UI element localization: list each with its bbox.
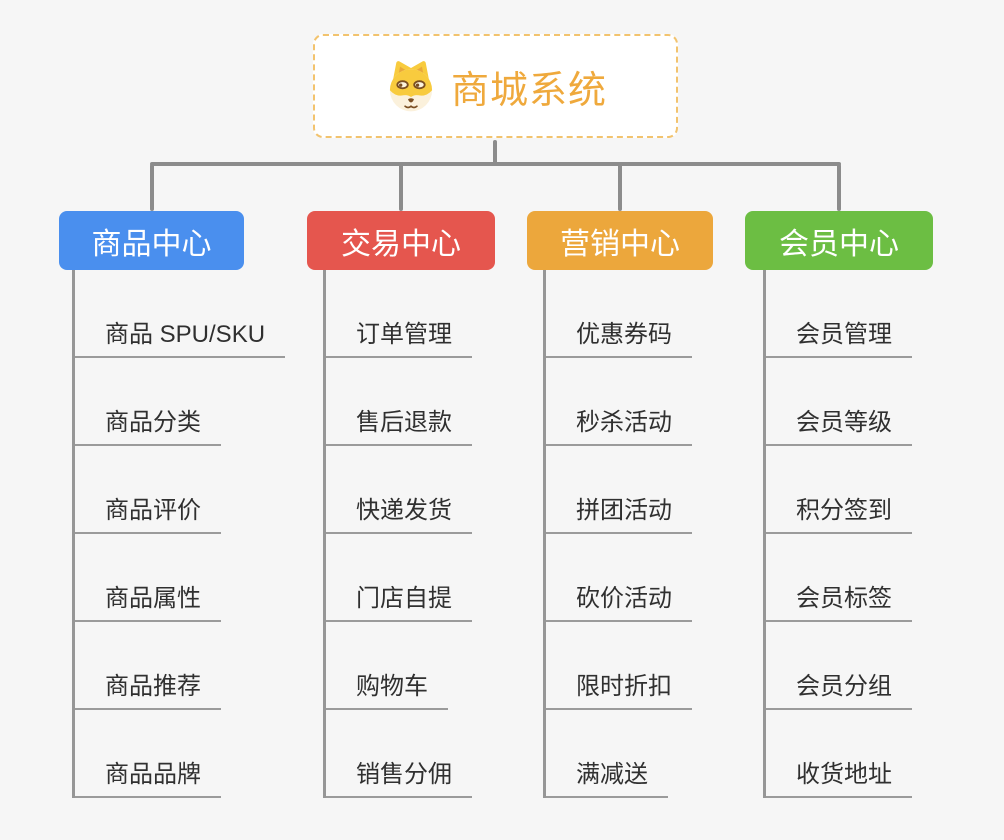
branch-header-label: 会员中心 xyxy=(779,227,899,261)
branch-column-1: 商品 SPU/SKU 商品分类商品评价商品属性商品推荐商品品牌 xyxy=(72,270,286,798)
leaf-node[interactable]: 销售分佣 xyxy=(323,710,472,798)
leaf-node[interactable]: 拼团活动 xyxy=(543,446,692,534)
leaf-node-label: 砍价活动 xyxy=(543,578,692,622)
leaf-node-label: 商品分类 xyxy=(72,402,221,446)
bus-connector xyxy=(149,162,841,166)
leaf-node-label: 销售分佣 xyxy=(323,754,472,798)
leaf-node[interactable]: 商品推荐 xyxy=(72,622,285,710)
leaf-node-label: 会员分组 xyxy=(763,666,912,710)
branch-header-4[interactable]: 会员中心 xyxy=(745,211,933,270)
leaf-node-label: 购物车 xyxy=(323,666,448,710)
branch-header-label: 交易中心 xyxy=(341,227,461,261)
leaf-node-label: 售后退款 xyxy=(323,402,472,446)
leaf-node-label: 会员标签 xyxy=(763,578,912,622)
leaf-node[interactable]: 商品 SPU/SKU xyxy=(72,270,286,358)
leaf-node-label: 满减送 xyxy=(543,754,668,798)
leaf-node[interactable]: 会员等级 xyxy=(763,358,912,446)
leaf-node[interactable]: 购物车 xyxy=(323,622,472,710)
branch-drop-connector xyxy=(618,164,622,211)
leaf-node[interactable]: 砍价活动 xyxy=(543,534,692,622)
branch-column-4: 会员管理会员等级积分签到会员标签会员分组收货地址 xyxy=(763,270,912,798)
leaf-node[interactable]: 会员管理 xyxy=(763,270,912,358)
leaf-node[interactable]: 会员标签 xyxy=(763,534,912,622)
leaf-node-label: 商品推荐 xyxy=(72,666,221,710)
leaf-node[interactable]: 秒杀活动 xyxy=(543,358,692,446)
leaf-node-label: 商品品牌 xyxy=(72,754,221,798)
leaf-node[interactable]: 商品分类 xyxy=(72,358,285,446)
root-node[interactable]: 商城系统 xyxy=(313,34,678,138)
leaf-node[interactable]: 收货地址 xyxy=(763,710,912,798)
leaf-node[interactable]: 快递发货 xyxy=(323,446,472,534)
root-stem-connector xyxy=(493,140,497,164)
leaf-node-label: 优惠券码 xyxy=(543,314,692,358)
shiba-dog-icon xyxy=(389,61,433,112)
branch-header-1[interactable]: 商品中心 xyxy=(59,211,244,270)
branch-header-label: 营销中心 xyxy=(560,227,680,261)
leaf-node[interactable]: 门店自提 xyxy=(323,534,472,622)
branch-drop-connector xyxy=(837,164,841,211)
leaf-node-label: 秒杀活动 xyxy=(543,402,692,446)
leaf-node[interactable]: 订单管理 xyxy=(323,270,472,358)
leaf-node-label: 快递发货 xyxy=(323,490,472,534)
leaf-node[interactable]: 满减送 xyxy=(543,710,692,798)
branch-drop-connector xyxy=(149,164,154,211)
leaf-node-label: 拼团活动 xyxy=(543,490,692,534)
leaf-node[interactable]: 商品评价 xyxy=(72,446,285,534)
leaf-node[interactable]: 优惠券码 xyxy=(543,270,692,358)
branch-header-label: 商品中心 xyxy=(91,227,212,261)
leaf-node[interactable]: 售后退款 xyxy=(323,358,472,446)
root-title: 商城系统 xyxy=(450,69,607,112)
leaf-node-label: 收货地址 xyxy=(763,754,912,798)
leaf-node-label: 会员管理 xyxy=(763,314,912,358)
leaf-node-label: 会员等级 xyxy=(763,402,912,446)
leaf-node-label: 商品评价 xyxy=(72,490,221,534)
branch-drop-connector xyxy=(399,164,403,211)
branch-column-2: 订单管理售后退款快递发货门店自提购物车销售分佣 xyxy=(323,270,472,798)
leaf-node-label: 商品属性 xyxy=(72,578,221,622)
leaf-node-label: 积分签到 xyxy=(763,490,912,534)
leaf-node[interactable]: 积分签到 xyxy=(763,446,912,534)
leaf-node-label: 限时折扣 xyxy=(543,666,692,710)
leaf-node[interactable]: 会员分组 xyxy=(763,622,912,710)
leaf-node-label: 订单管理 xyxy=(323,314,472,358)
leaf-node[interactable]: 商品品牌 xyxy=(72,710,285,798)
leaf-node-label: 门店自提 xyxy=(323,578,472,622)
leaf-node[interactable]: 商品属性 xyxy=(72,534,285,622)
branch-header-3[interactable]: 营销中心 xyxy=(527,211,713,270)
leaf-node[interactable]: 限时折扣 xyxy=(543,622,692,710)
branch-column-3: 优惠券码秒杀活动拼团活动砍价活动限时折扣满减送 xyxy=(543,270,692,798)
leaf-node-label: 商品 SPU/SKU xyxy=(72,314,286,358)
branch-header-2[interactable]: 交易中心 xyxy=(307,211,495,270)
